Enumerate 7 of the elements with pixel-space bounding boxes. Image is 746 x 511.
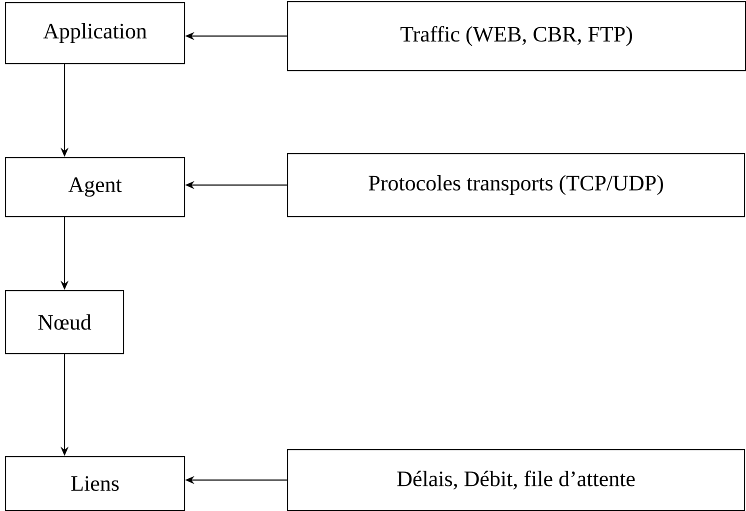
process-box: Liens bbox=[5, 456, 186, 511]
input-box: Traffic (WEB, CBR, FTP) bbox=[287, 1, 746, 72]
process-box: Application bbox=[5, 2, 186, 64]
process-box: Nœud bbox=[5, 290, 124, 354]
input-box: Délais, Débit, file d’attente bbox=[287, 449, 746, 511]
process-box: Agent bbox=[5, 157, 186, 218]
input-box: Protocoles transports (TCP/UDP) bbox=[287, 153, 746, 218]
